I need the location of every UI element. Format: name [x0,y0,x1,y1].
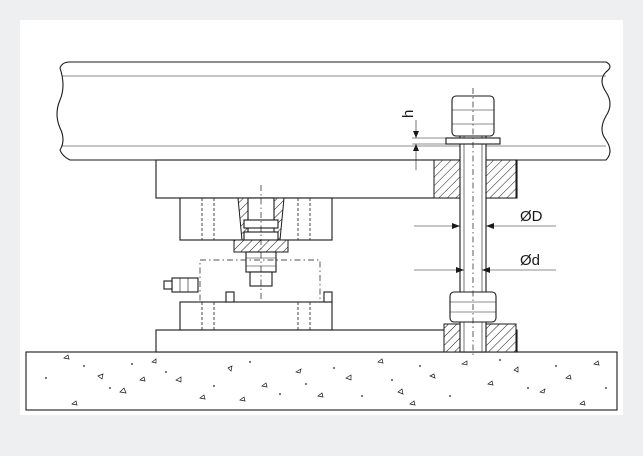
base-slab [155,329,518,353]
dimension-outer-diameter: ØD [414,208,556,229]
anchor-bolt-assembly [433,88,517,358]
inner-diameter-label: Ød [520,252,540,269]
concrete-foundation [25,351,618,411]
h-label: h [400,110,417,118]
base-plate [179,291,333,331]
dimension-h: h [400,110,446,170]
outer-diameter-label: ØD [520,208,543,225]
cable-connector [163,277,199,293]
dimension-inner-diameter: Ød [414,252,556,273]
girder-beam [56,61,611,161]
